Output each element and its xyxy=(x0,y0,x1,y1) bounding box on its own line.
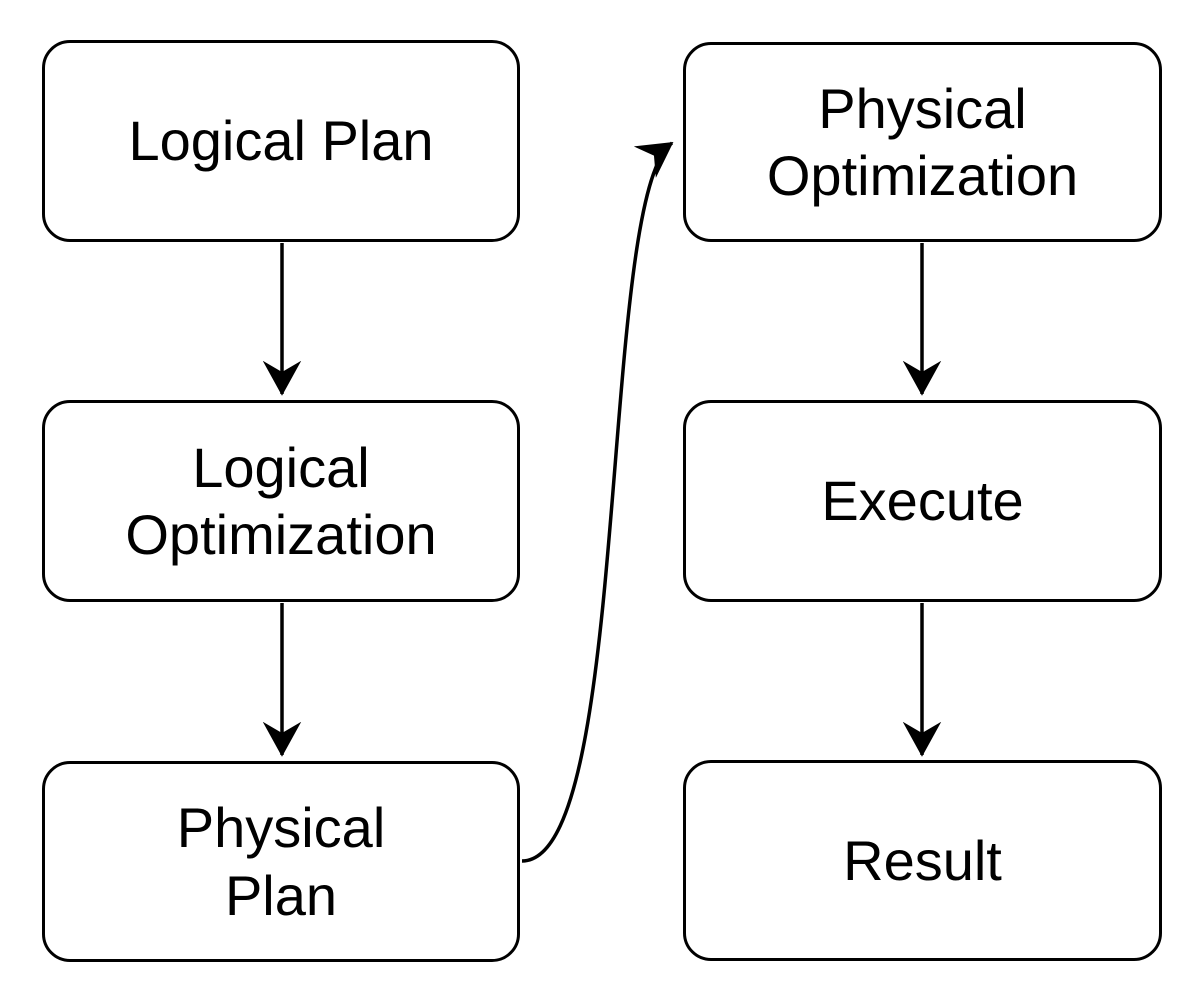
node-physical-plan-label: Physical Plan xyxy=(176,796,386,927)
node-physical-plan[interactable]: Physical Plan xyxy=(42,761,520,962)
node-execute-label: Execute xyxy=(821,469,1024,533)
node-logical-plan[interactable]: Logical Plan xyxy=(42,40,520,242)
node-physical-optimization-label: Physical Optimization xyxy=(766,76,1079,207)
node-logical-optimization[interactable]: Logical Optimization xyxy=(42,400,520,602)
node-execute[interactable]: Execute xyxy=(683,400,1162,602)
node-physical-optimization[interactable]: Physical Optimization xyxy=(683,42,1162,242)
node-logical-plan-label: Logical Plan xyxy=(128,109,434,173)
node-result-label: Result xyxy=(843,828,1002,892)
edge-physical-plan-to-physical-optimization xyxy=(521,141,674,863)
node-logical-optimization-label: Logical Optimization xyxy=(125,435,437,566)
node-result[interactable]: Result xyxy=(683,760,1162,961)
